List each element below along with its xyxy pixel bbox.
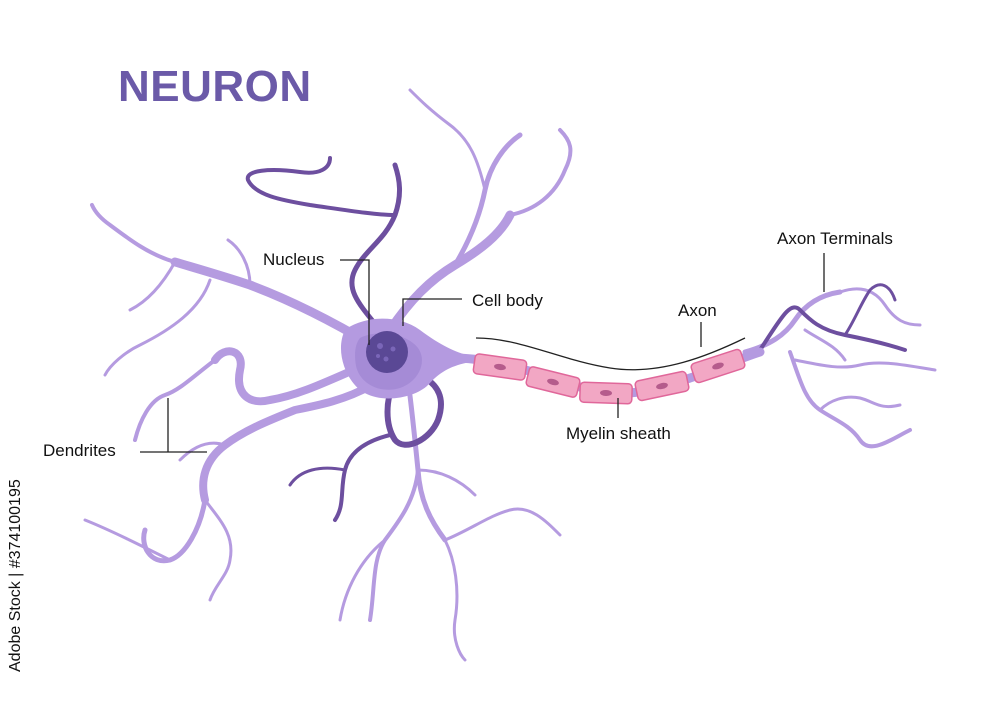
dendrites-dark xyxy=(245,156,444,522)
nucleus-leader xyxy=(340,259,370,345)
nucleus-shape xyxy=(366,331,408,373)
axon-terminals-group xyxy=(742,283,937,449)
myelin-sheath-label: Myelin sheath xyxy=(566,424,671,443)
myelin-segments xyxy=(472,348,746,405)
cell-body-leader xyxy=(402,298,462,326)
dendrites-label: Dendrites xyxy=(43,441,116,460)
axon-bracket xyxy=(475,337,746,371)
dendrites-light xyxy=(83,88,573,662)
axon-label: Axon xyxy=(678,301,717,320)
axon-terminals-label: Axon Terminals xyxy=(777,229,893,248)
nucleus-label: Nucleus xyxy=(263,250,325,269)
stock-id-text: Adobe Stock | #374100195 xyxy=(7,479,24,672)
page-title: NEURON xyxy=(118,62,312,111)
leader-lines xyxy=(140,253,825,453)
cell-body-label: Cell body xyxy=(472,291,543,310)
